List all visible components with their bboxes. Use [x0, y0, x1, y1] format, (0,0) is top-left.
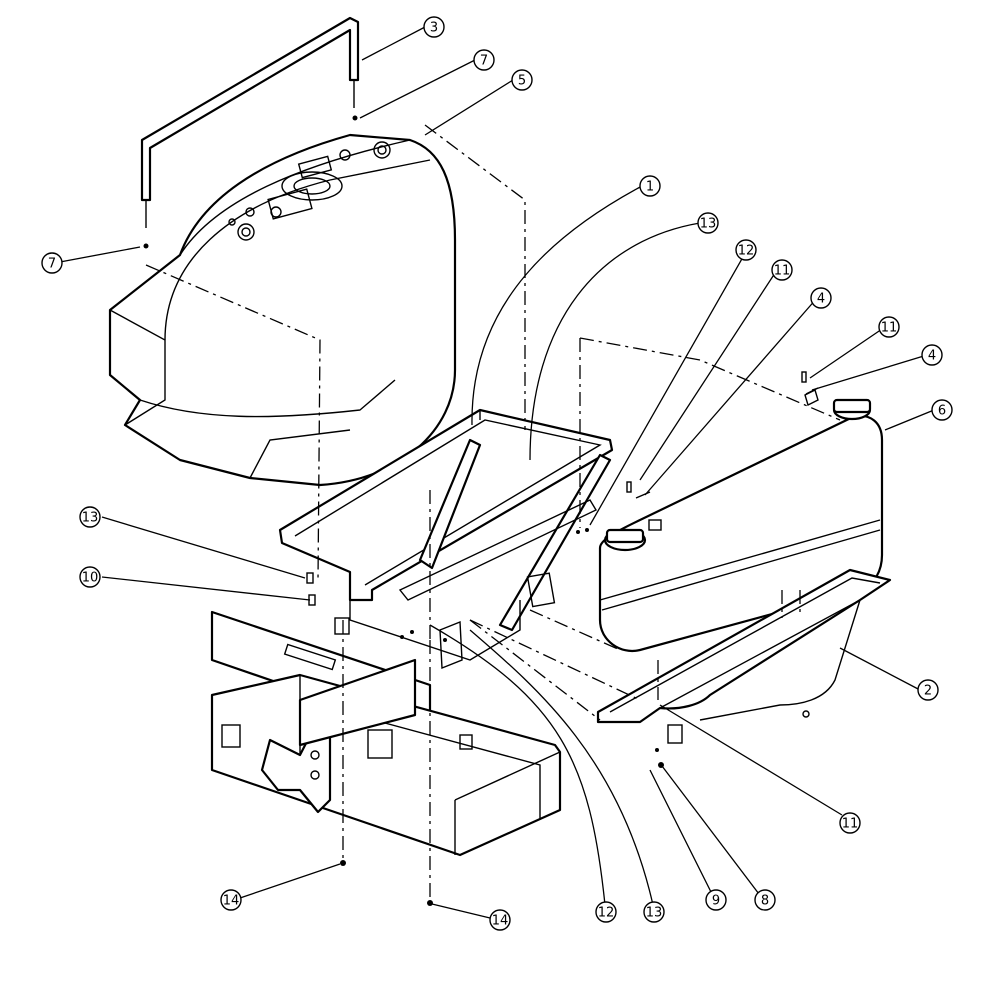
callout-number: 12 — [738, 244, 755, 259]
callout-c6: 6 — [931, 399, 953, 421]
callout-circle — [771, 259, 793, 281]
callout-number: 7 — [480, 54, 488, 69]
callout-circle — [705, 889, 727, 911]
handle-bar — [140, 16, 360, 228]
callout-circle — [79, 566, 101, 588]
callout-number: 13 — [700, 217, 717, 232]
callout-circle — [917, 679, 939, 701]
callout-circle — [754, 889, 776, 911]
callout-circle — [878, 316, 900, 338]
callout-number: 3 — [430, 21, 438, 36]
callout-circle — [921, 344, 943, 366]
callout-number: 11 — [842, 817, 859, 832]
callout-number: 1 — [646, 180, 654, 195]
callout-c12a: 12 — [735, 239, 757, 261]
callout-leaders — [59, 26, 935, 919]
callout-circle — [423, 16, 445, 38]
callout-c11b: 11 — [878, 316, 900, 338]
callout-c10: 10 — [79, 566, 101, 588]
callout-number: 14 — [223, 894, 240, 909]
callout-c13b: 13 — [79, 506, 101, 528]
callout-bubbles: 3 7 5 7 1 13 12 11 4 11 4 6 13 10 2 11 14 14 12 13 9 8 — [41, 16, 953, 931]
storage-box — [210, 610, 562, 857]
callout-number: 12 — [598, 906, 615, 921]
callout-circle — [931, 399, 953, 421]
callout-circle — [735, 239, 757, 261]
callout-c13c: 13 — [643, 901, 665, 923]
callout-number: 9 — [712, 894, 720, 909]
callout-c14a: 14 — [220, 889, 242, 911]
callout-number: 4 — [928, 349, 936, 364]
callout-number: 5 — [518, 74, 526, 89]
callout-number: 14 — [492, 914, 509, 929]
callout-circle — [639, 175, 661, 197]
callout-number: 7 — [48, 257, 56, 272]
callout-circle — [511, 69, 533, 91]
callout-c7a: 7 — [473, 49, 495, 71]
callout-number: 2 — [924, 684, 932, 699]
callout-c12b: 12 — [595, 901, 617, 923]
callout-circle — [489, 909, 511, 931]
callout-number: 10 — [82, 571, 99, 586]
callout-number: 11 — [774, 264, 791, 279]
callout-circle — [473, 49, 495, 71]
main-frame — [278, 408, 614, 670]
callout-circle — [839, 812, 861, 834]
callout-circle — [697, 212, 719, 234]
callout-c4b: 4 — [921, 344, 943, 366]
tray — [596, 568, 892, 744]
callout-c8: 8 — [754, 889, 776, 911]
callout-circle — [79, 506, 101, 528]
callout-number: 13 — [646, 906, 663, 921]
callout-circle — [41, 252, 63, 274]
callout-c3: 3 — [423, 16, 445, 38]
callout-circle — [595, 901, 617, 923]
callout-circle — [643, 901, 665, 923]
assembly-lines — [145, 124, 841, 900]
callout-c13a: 13 — [697, 212, 719, 234]
callout-circle — [810, 287, 832, 309]
callout-c9: 9 — [705, 889, 727, 911]
callout-c5: 5 — [511, 69, 533, 91]
callout-c11c: 11 — [839, 812, 861, 834]
callout-c11a: 11 — [771, 259, 793, 281]
callout-c2: 2 — [917, 679, 939, 701]
callout-number: 6 — [938, 404, 946, 419]
callout-c4a: 4 — [810, 287, 832, 309]
callout-number: 4 — [817, 292, 825, 307]
callout-c14b: 14 — [489, 909, 511, 931]
callout-circle — [220, 889, 242, 911]
callout-number: 8 — [761, 894, 769, 909]
callout-number: 13 — [82, 511, 99, 526]
seat-body — [108, 133, 457, 487]
callout-number: 11 — [881, 321, 898, 336]
callout-c1: 1 — [639, 175, 661, 197]
callout-c7b: 7 — [41, 252, 63, 274]
